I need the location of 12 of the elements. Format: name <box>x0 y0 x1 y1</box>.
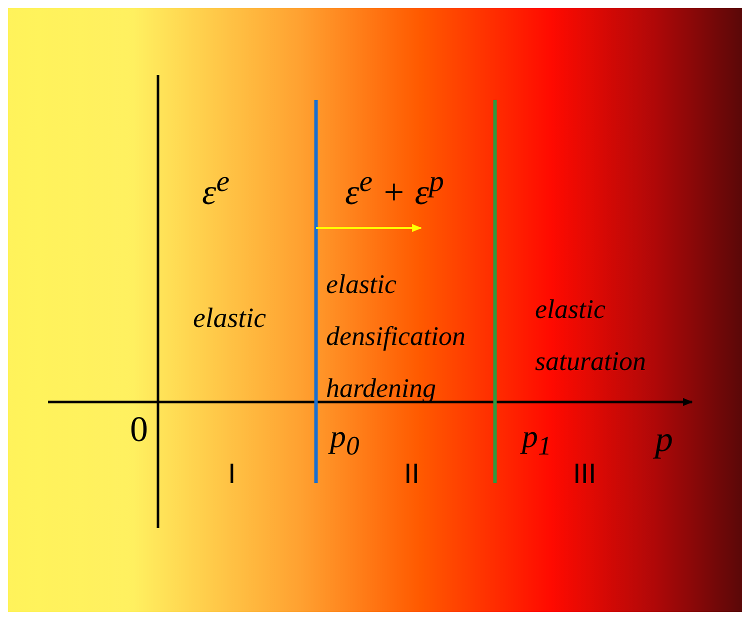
axis-tick-label: p$_{1}$ <box>522 418 552 462</box>
region-number: III <box>573 458 596 490</box>
region-label: elastic saturation <box>535 293 648 378</box>
axis-label: p <box>655 418 673 460</box>
region-number: I <box>228 458 236 490</box>
region-label: elastic <box>193 303 266 335</box>
strain-symbol: ε$^{e}$ <box>202 165 230 213</box>
strain-formula: ε$^{e}$ + ε$^{p}$ <box>345 165 444 213</box>
axis-tick-label: p$_{0}$ <box>330 418 360 462</box>
region-number: II <box>404 458 420 490</box>
region-label: elastic densification hardening <box>326 268 466 405</box>
origin-label: 0 <box>130 408 148 450</box>
